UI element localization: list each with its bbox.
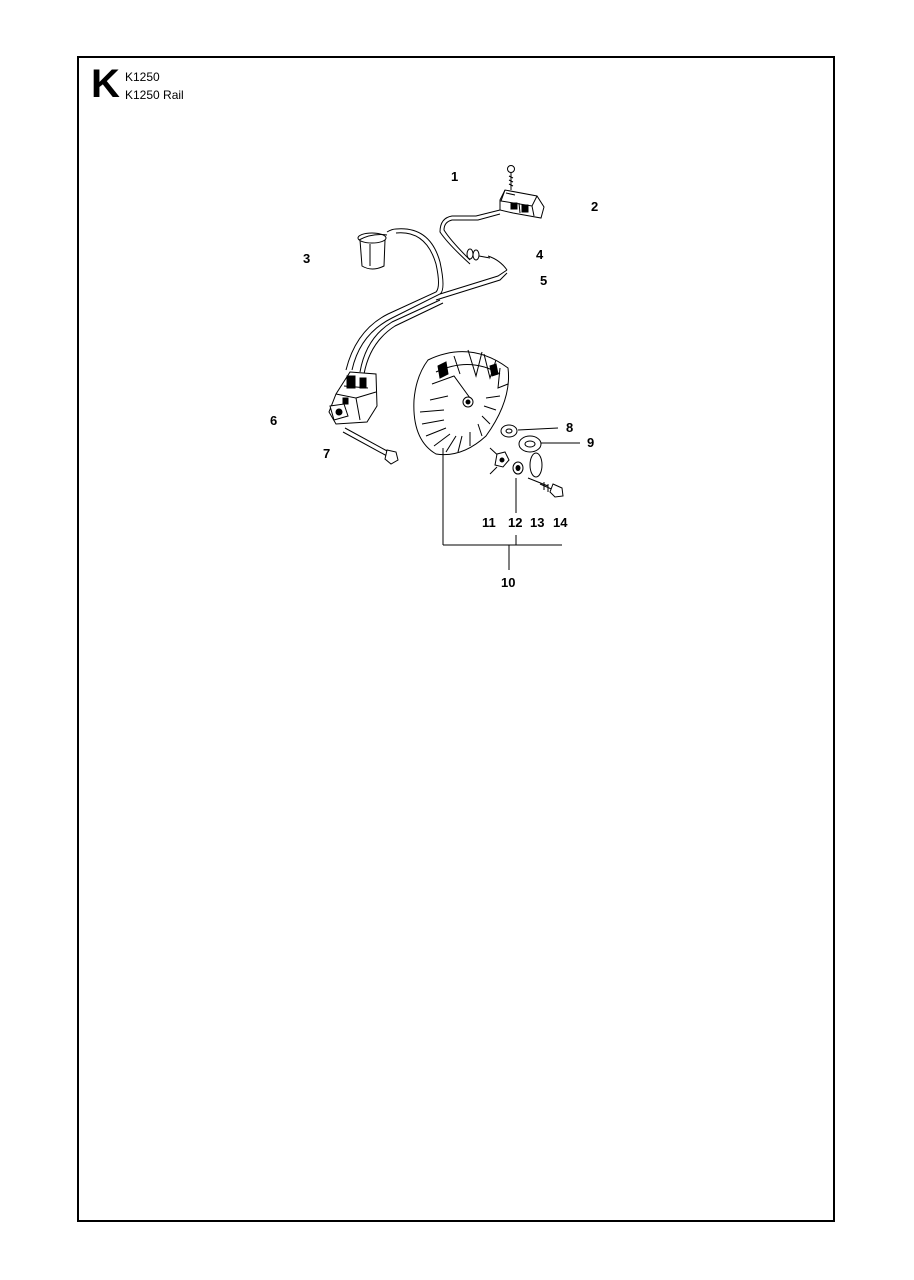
callout-4: 4 xyxy=(536,247,544,262)
part-plate-13 xyxy=(527,452,549,487)
part-screw-14 xyxy=(539,482,564,498)
part-hub-9 xyxy=(518,435,580,453)
part-washer-8 xyxy=(500,424,559,438)
callout-1: 1 xyxy=(451,169,458,184)
part-nut-11 xyxy=(489,447,510,475)
callout-10: 10 xyxy=(501,575,515,590)
part-washer-12 xyxy=(512,461,524,475)
part-bolt-7 xyxy=(342,427,399,465)
part-flywheel-10 xyxy=(413,349,510,456)
callout-3: 3 xyxy=(303,251,310,266)
part-connector-2 xyxy=(499,189,545,219)
callout-12: 12 xyxy=(508,515,522,530)
section-letter: K xyxy=(91,62,120,106)
callout-6: 6 xyxy=(270,413,277,428)
page-frame xyxy=(77,56,835,1222)
callout-2: 2 xyxy=(591,199,598,214)
model-name-1: K1250 xyxy=(125,70,160,84)
model-name-2: K1250 Rail xyxy=(125,88,184,102)
part-cable-5 xyxy=(345,209,508,375)
callout-13: 13 xyxy=(530,515,544,530)
callout-9: 9 xyxy=(587,435,594,450)
callout-8: 8 xyxy=(566,420,573,435)
callout-14: 14 xyxy=(553,515,568,530)
part-spark-cap-3 xyxy=(357,228,397,270)
part-grommet-4 xyxy=(466,248,491,261)
part-screw-1 xyxy=(507,165,515,190)
callout-11: 11 xyxy=(482,515,496,530)
part-ignition-module-6 xyxy=(328,371,378,425)
callout-7: 7 xyxy=(323,446,330,461)
kit-bracket-10 xyxy=(442,448,562,570)
callout-5: 5 xyxy=(540,273,547,288)
